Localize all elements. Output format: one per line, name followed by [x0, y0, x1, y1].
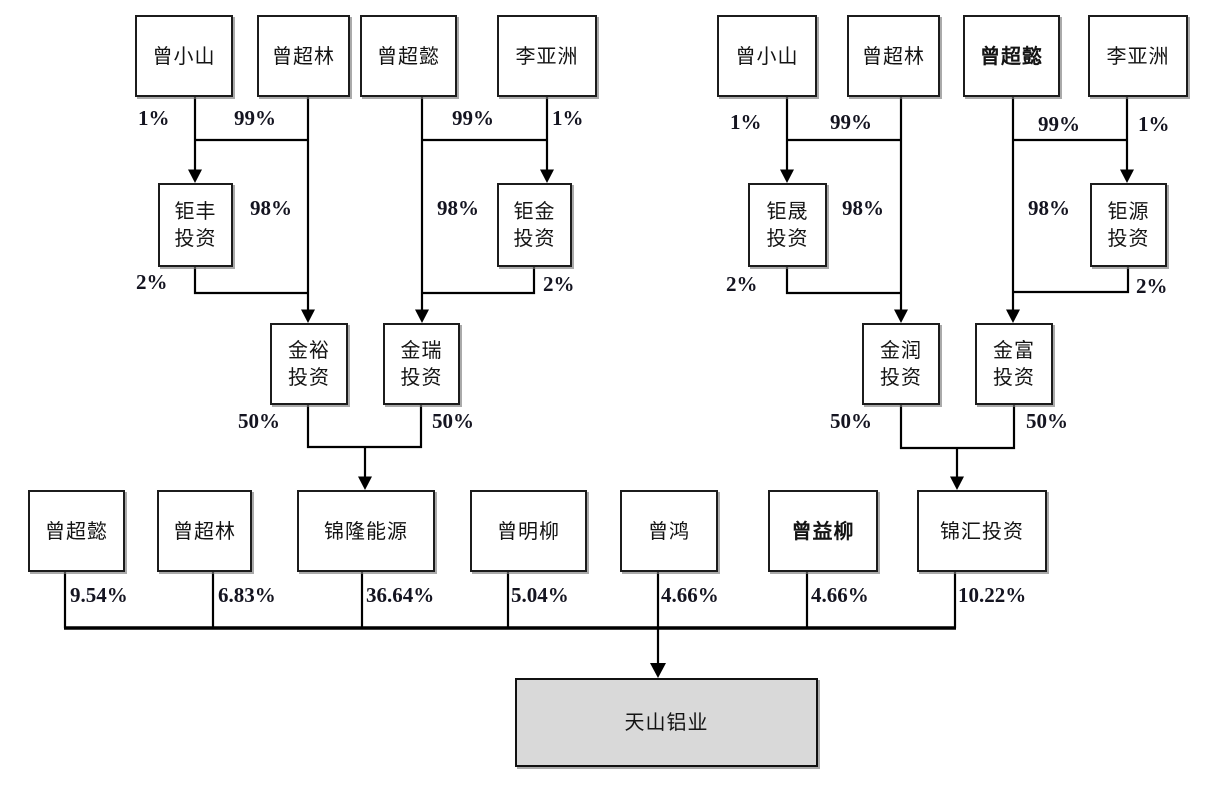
node-label: 钜源	[1107, 199, 1150, 223]
ownership-pct-label: 98%	[842, 196, 884, 220]
node-jinrui-investment: 金瑞投资	[383, 323, 460, 405]
node-zeng-chaoyi-left: 曾超懿	[360, 15, 457, 97]
node-label: 金富	[993, 338, 1035, 362]
node-label: 曾益柳	[791, 518, 855, 543]
ownership-pct-label: 1%	[1138, 112, 1170, 136]
node-label: 金裕	[288, 338, 330, 362]
node-zeng-chaoyi-bottom: 曾超懿	[28, 490, 125, 572]
ownership-pct-label: 98%	[1028, 196, 1070, 220]
node-zeng-chaolin-bottom: 曾超林	[157, 490, 252, 572]
ownership-pct-label: 99%	[830, 110, 872, 134]
node-label: 曾超林	[173, 518, 236, 543]
ownership-pct-label: 9.54%	[70, 583, 128, 607]
node-zeng-mingliu: 曾明柳	[470, 490, 587, 572]
ownership-pct-label: 50%	[830, 409, 872, 433]
ownership-pct-label: 99%	[452, 106, 494, 130]
node-label: 锦隆能源	[324, 518, 408, 543]
node-zeng-chaolin-right: 曾超林	[847, 15, 940, 97]
node-zeng-xiaoshan-right: 曾小山	[717, 15, 817, 97]
ownership-pct-label: 99%	[234, 106, 276, 130]
node-jinfu-investment: 金富投资	[975, 323, 1053, 405]
ownership-pct-label: 6.83%	[218, 583, 276, 607]
ownership-pct-label: 50%	[432, 409, 474, 433]
node-label: 投资	[400, 365, 443, 389]
ownership-pct-label: 98%	[437, 196, 479, 220]
node-label: 投资	[288, 365, 330, 389]
node-label: 钜金	[513, 199, 556, 223]
node-label: 李亚洲	[515, 43, 579, 68]
ownership-pct-label: 98%	[250, 196, 292, 220]
node-label: 李亚洲	[1106, 43, 1170, 68]
node-jinhui-investment: 锦汇投资	[917, 490, 1047, 572]
node-label: 曾超懿	[980, 43, 1043, 68]
node-label: 曾超林	[862, 43, 925, 68]
node-li-yazhou-left: 李亚洲	[497, 15, 597, 97]
ownership-pct-label: 4.66%	[811, 583, 869, 607]
node-label: 曾超懿	[45, 518, 108, 543]
node-zeng-xiaoshan-left: 曾小山	[135, 15, 233, 97]
node-label: 投资	[993, 365, 1035, 389]
node-zeng-yiliu: 曾益柳	[768, 490, 878, 572]
node-label: 金瑞	[400, 338, 443, 362]
node-label: 曾鸿	[648, 518, 690, 543]
ownership-pct-label: 50%	[238, 409, 280, 433]
node-label: 投资	[174, 226, 217, 250]
ownership-pct-label: 10.22%	[958, 583, 1027, 607]
node-jinrun-investment: 金润投资	[862, 323, 940, 405]
node-label: 曾明柳	[497, 518, 560, 543]
node-label: 投资	[513, 226, 556, 250]
node-label: 曾超林	[272, 43, 335, 68]
node-tianshan-aluminum: 天山铝业	[515, 678, 818, 767]
node-jinyu-investment: 金裕投资	[270, 323, 348, 405]
ownership-pct-label: 4.66%	[661, 583, 719, 607]
ownership-pct-label: 1%	[730, 110, 762, 134]
node-jujin-investment: 钜金投资	[497, 183, 572, 267]
node-label: 投资	[766, 226, 809, 250]
node-li-yazhou-right: 李亚洲	[1088, 15, 1188, 97]
ownership-pct-label: 99%	[1038, 112, 1080, 136]
node-zeng-chaolin-left: 曾超林	[257, 15, 350, 97]
node-label: 曾小山	[152, 43, 216, 68]
ownership-pct-label: 50%	[1026, 409, 1068, 433]
ownership-pct-label: 2%	[136, 270, 168, 294]
node-label: 钜晟	[766, 199, 809, 223]
ownership-pct-label: 5.04%	[511, 583, 569, 607]
node-jufeng-investment: 钜丰投资	[158, 183, 233, 267]
node-label: 锦汇投资	[940, 518, 1024, 543]
ownership-pct-label: 2%	[543, 272, 575, 296]
node-zeng-chaoyi-right: 曾超懿	[963, 15, 1060, 97]
node-label: 天山铝业	[624, 710, 709, 734]
node-juyuan-investment: 钜源投资	[1090, 183, 1167, 267]
ownership-pct-label: 2%	[726, 272, 758, 296]
node-label: 钜丰	[174, 199, 217, 223]
node-label: 投资	[880, 365, 922, 389]
node-jinlong-energy: 锦隆能源	[297, 490, 435, 572]
ownership-pct-label: 1%	[138, 106, 170, 130]
ownership-pct-label: 1%	[552, 106, 584, 130]
ownership-pct-label: 36.64%	[366, 583, 435, 607]
node-label: 金润	[880, 338, 922, 362]
node-label: 曾超懿	[377, 43, 440, 68]
node-label: 曾小山	[735, 43, 799, 68]
ownership-pct-label: 2%	[1136, 274, 1168, 298]
node-zeng-hong: 曾鸿	[620, 490, 718, 572]
node-jusheng-investment: 钜晟投资	[748, 183, 827, 267]
node-label: 投资	[1107, 226, 1150, 250]
